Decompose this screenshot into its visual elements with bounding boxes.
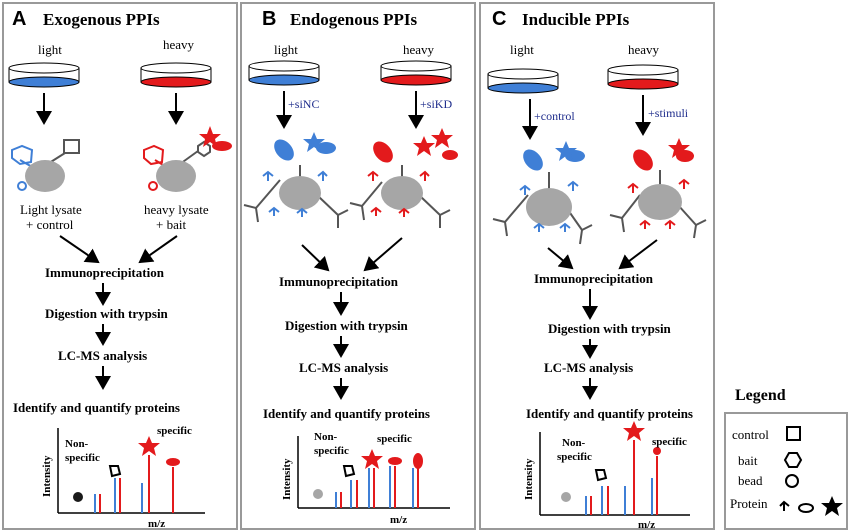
treatment-label: +siNC bbox=[288, 97, 319, 111]
legend-control-label: control bbox=[732, 427, 769, 442]
light-label: light bbox=[274, 42, 298, 57]
y-axis-label: Intensity bbox=[281, 458, 293, 500]
legend-protein-label: Protein bbox=[730, 496, 768, 511]
step-identify: Identify and quantify proteins bbox=[263, 406, 430, 421]
nonspecific-label: Non- bbox=[314, 431, 338, 443]
light-lysate-label: Light lysate bbox=[20, 202, 82, 217]
x-axis-label: m/z bbox=[148, 518, 165, 530]
panel-frame bbox=[2, 2, 238, 530]
step-digestion: Digestion with trypsin bbox=[45, 306, 169, 321]
step-identify: Identify and quantify proteins bbox=[526, 406, 693, 421]
treatment-label: +stimuli bbox=[648, 106, 689, 120]
legend-bait-label: bait bbox=[738, 453, 758, 468]
y-axis-label: Intensity bbox=[523, 458, 535, 500]
specific-label: specific bbox=[157, 425, 192, 437]
light-label: light bbox=[510, 42, 534, 57]
specific-label: specific bbox=[652, 436, 687, 448]
heavy-dish-icon bbox=[140, 62, 212, 88]
nonspecific-label-2: specific bbox=[65, 452, 100, 464]
legend-frame bbox=[724, 412, 848, 530]
arrow bbox=[363, 237, 403, 272]
arrow bbox=[138, 235, 178, 264]
step-lcms: LC-MS analysis bbox=[544, 360, 633, 375]
panel-b: B Endogenous PPIs light heavy +siNC +siK… bbox=[240, 2, 476, 530]
y-axis-label: Intensity bbox=[41, 455, 53, 497]
nonspecific-label-2: specific bbox=[557, 451, 592, 463]
nonspecific-label: Non- bbox=[65, 438, 89, 450]
step-immunoprecipitation: Immunoprecipitation bbox=[279, 274, 399, 289]
panel-a: A Exogenous PPIs light heavy bbox=[2, 2, 238, 530]
circle-icon bbox=[785, 474, 799, 488]
nonspecific-label-2: specific bbox=[314, 445, 349, 457]
nonspecific-label: Non- bbox=[562, 437, 586, 449]
arrow bbox=[59, 235, 100, 264]
legend-bead-label: bead bbox=[738, 473, 763, 488]
x-axis-label: m/z bbox=[390, 514, 407, 526]
heavy-label: heavy bbox=[628, 42, 660, 57]
heavy-lysate-label: heavy lysate bbox=[144, 202, 209, 217]
step-immunoprecipitation: Immunoprecipitation bbox=[534, 271, 654, 286]
x-axis-label: m/z bbox=[638, 519, 655, 531]
square-icon bbox=[786, 426, 801, 441]
panel-letter: B bbox=[262, 8, 276, 30]
light-label: light bbox=[38, 42, 62, 57]
star-icon bbox=[821, 496, 843, 516]
heavy-dish-icon bbox=[607, 64, 679, 90]
panel-letter: A bbox=[12, 8, 26, 30]
panel-title: Exogenous PPIs bbox=[43, 10, 160, 29]
specific-label: specific bbox=[377, 433, 412, 445]
bead-control-icon bbox=[11, 139, 80, 192]
control-label: + control bbox=[26, 217, 74, 232]
arrow bbox=[618, 239, 658, 270]
step-lcms: LC-MS analysis bbox=[299, 360, 388, 375]
ellipse-icon bbox=[798, 503, 814, 513]
step-digestion: Digestion with trypsin bbox=[285, 318, 409, 333]
hexagon-icon bbox=[783, 452, 803, 468]
step-digestion: Digestion with trypsin bbox=[548, 321, 672, 336]
panel-title: Inducible PPIs bbox=[522, 10, 630, 29]
legend: Legend control bait bead Protein bbox=[724, 387, 848, 530]
heavy-label: heavy bbox=[163, 37, 195, 52]
light-dish-icon bbox=[8, 62, 80, 88]
panel-c: C Inducible PPIs light heavy +control +s… bbox=[479, 2, 715, 531]
bead-complex-icon bbox=[492, 141, 593, 245]
treatment-label: +control bbox=[534, 109, 575, 123]
step-identify: Identify and quantify proteins bbox=[13, 400, 180, 415]
step-immunoprecipitation: Immunoprecipitation bbox=[45, 265, 165, 280]
panel-frame bbox=[240, 2, 476, 530]
bead-complex-icon bbox=[609, 138, 707, 239]
light-dish-icon bbox=[248, 60, 320, 86]
legend-title: Legend bbox=[735, 387, 786, 404]
bait-label: + bait bbox=[156, 217, 186, 232]
protein-shape-icon bbox=[779, 500, 790, 511]
bead-complex-icon bbox=[243, 132, 349, 228]
ms-spectrum: Intensity m/z Non- specific specific bbox=[523, 421, 690, 531]
arrow bbox=[547, 247, 574, 270]
bead-bait-icon bbox=[143, 126, 232, 192]
panel-letter: C bbox=[492, 8, 506, 30]
treatment-label: +siKD bbox=[420, 97, 452, 111]
arrow bbox=[301, 244, 330, 272]
panel-frame bbox=[479, 2, 715, 530]
heavy-label: heavy bbox=[403, 42, 435, 57]
ms-spectrum: Intensity m/z Non- specific specific bbox=[281, 431, 450, 526]
heavy-dish-icon bbox=[380, 60, 452, 86]
step-lcms: LC-MS analysis bbox=[58, 348, 147, 363]
light-dish-icon bbox=[487, 68, 559, 94]
panel-title: Endogenous PPIs bbox=[290, 10, 417, 29]
ms-spectrum: Intensity m/z Non- specific specific bbox=[41, 425, 205, 530]
bead-complex-icon bbox=[349, 128, 458, 228]
